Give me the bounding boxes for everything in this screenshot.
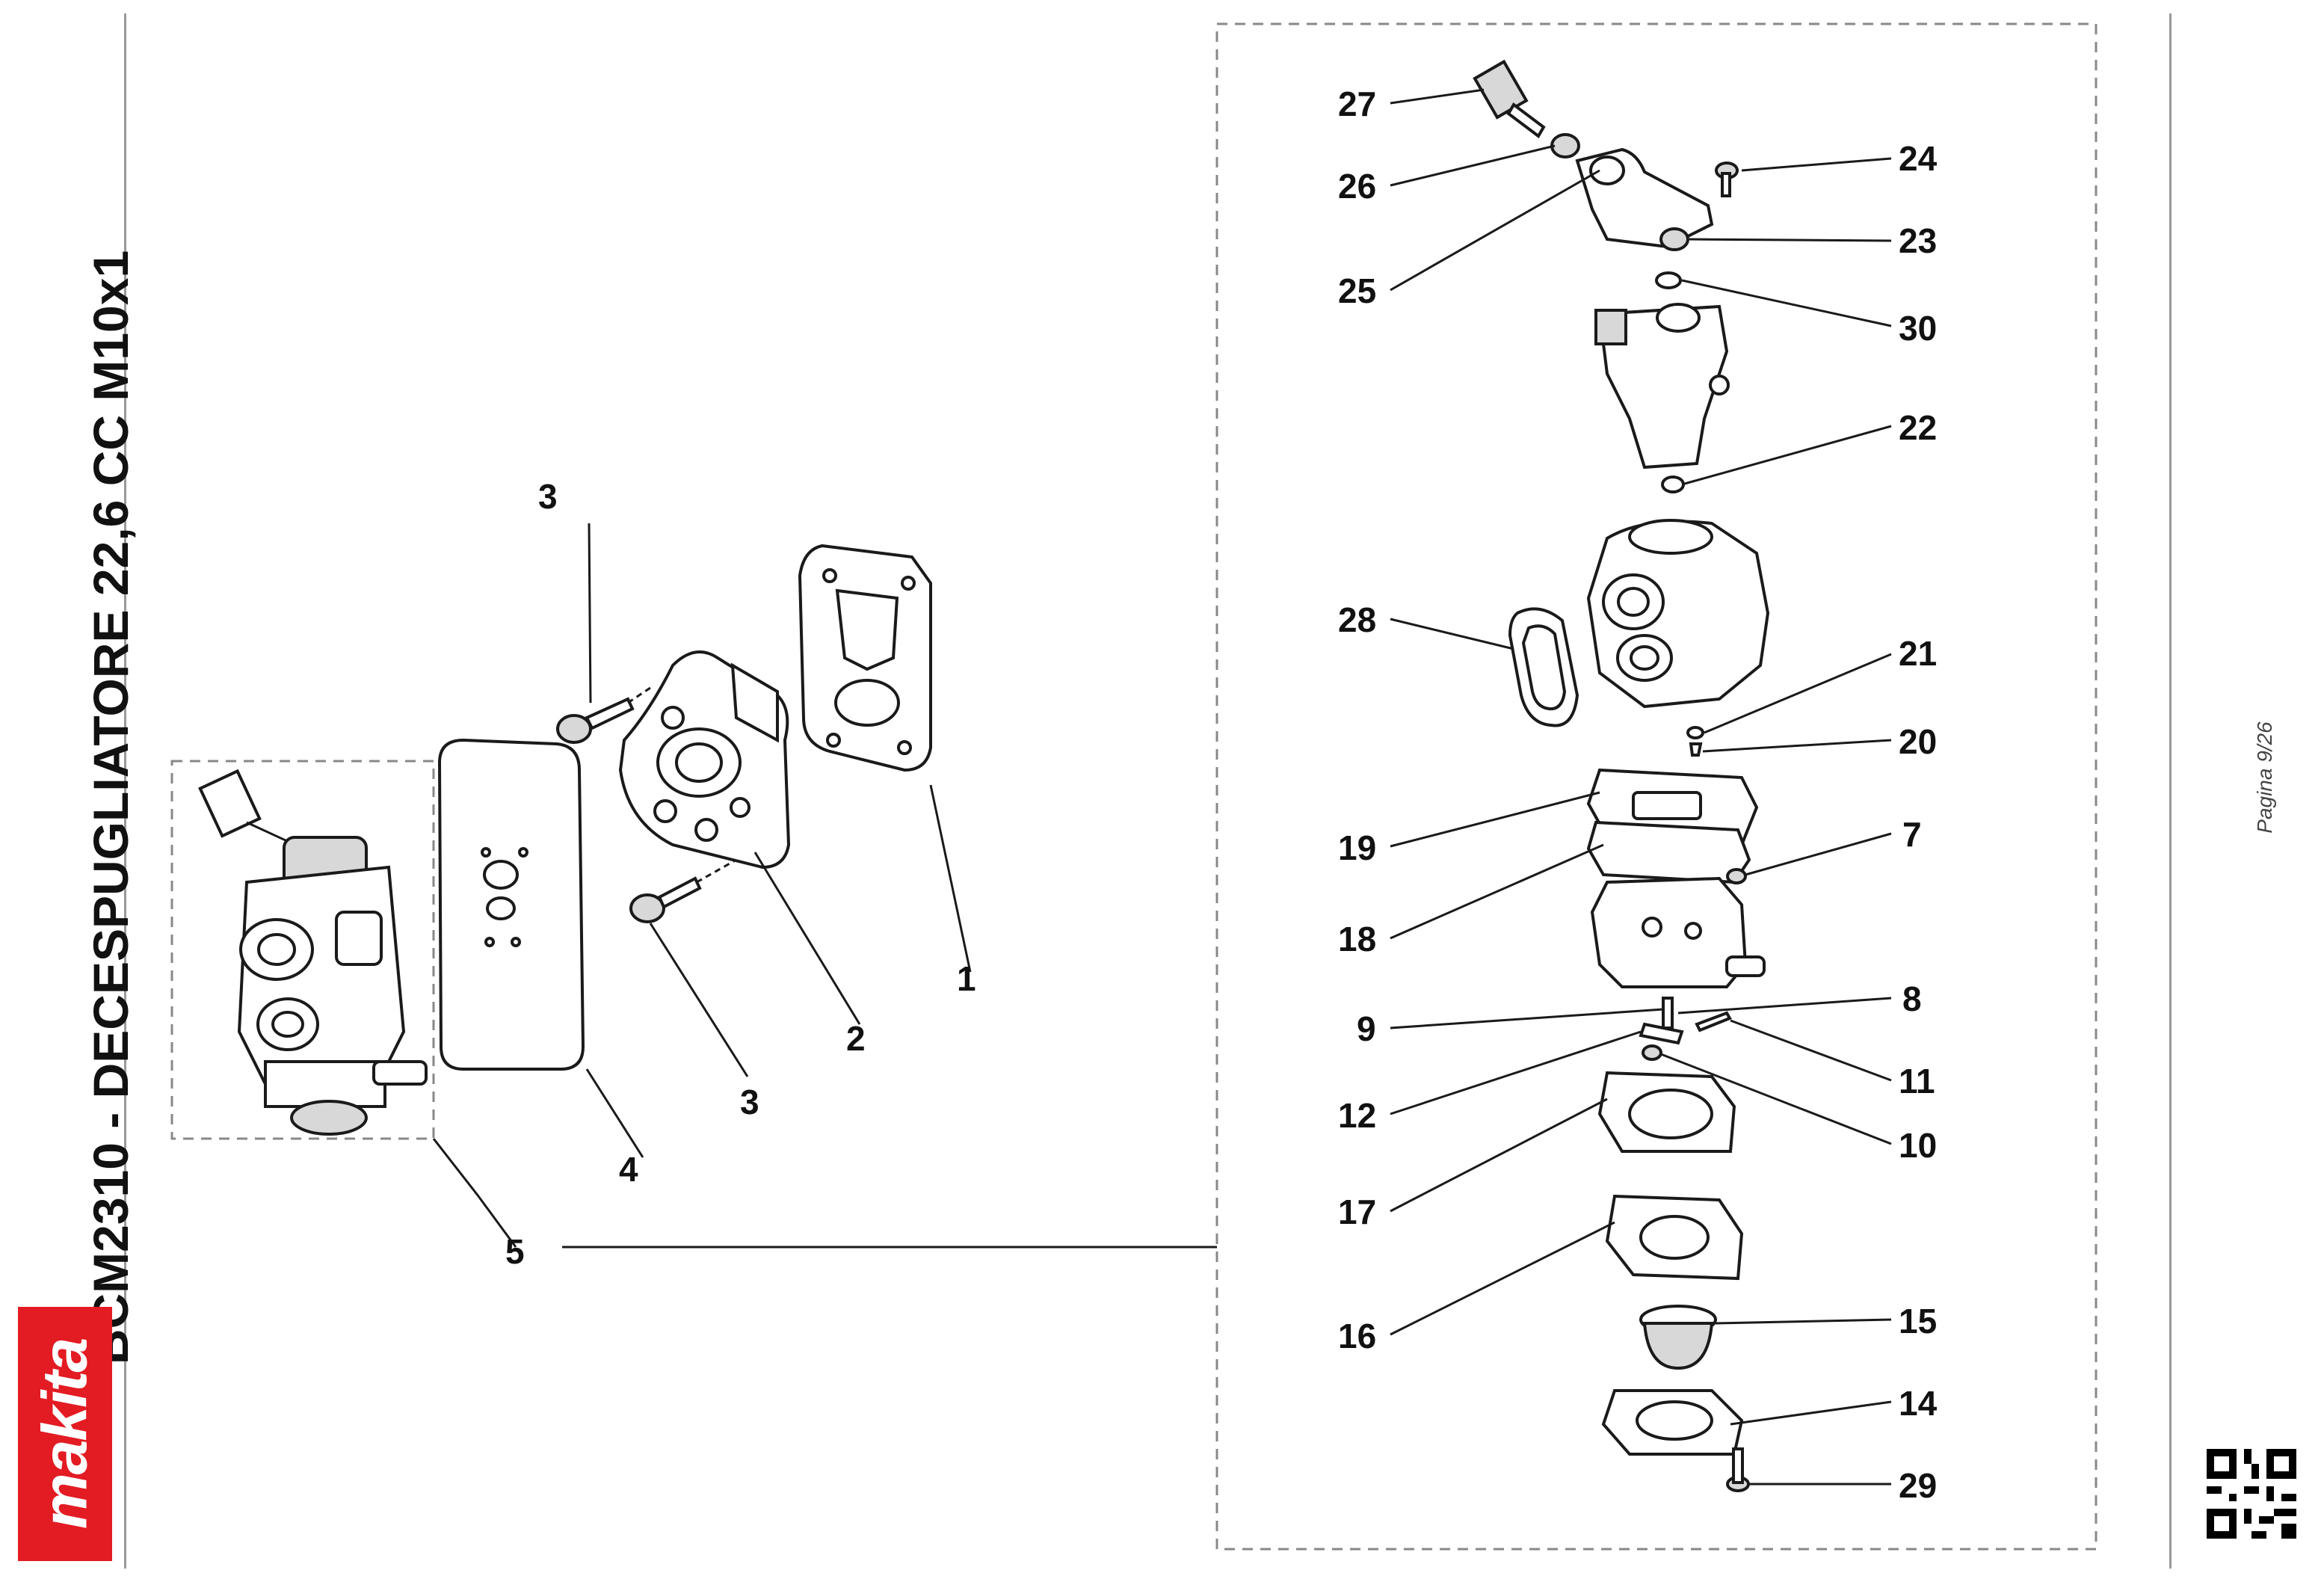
screw-29-drawing	[1726, 1447, 1750, 1492]
callout-24: 24	[1899, 139, 1938, 178]
callout-18: 18	[1338, 920, 1376, 958]
callout-12: 12	[1338, 1096, 1376, 1135]
callout-9: 9	[1357, 1009, 1376, 1048]
pump-cover-drawing	[1590, 876, 1766, 988]
fuel-fitting-27-drawing	[1473, 59, 1546, 138]
o-ring-22-drawing	[1661, 475, 1685, 493]
screw-lower-drawing	[629, 858, 737, 923]
plug-7-drawing	[1726, 868, 1747, 884]
callout-3-upper: 3	[538, 477, 558, 516]
throttle-bracket-25-drawing	[1575, 147, 1714, 249]
bulb-cover-14-drawing	[1601, 1389, 1744, 1456]
gasket-plate-drawing	[437, 738, 585, 1071]
diaphragm-17-drawing	[1597, 1071, 1736, 1153]
callout-27: 27	[1338, 84, 1376, 123]
callout-22: 22	[1899, 408, 1937, 447]
left-divider-line	[124, 13, 126, 1569]
callout-30: 30	[1899, 309, 1937, 348]
callout-26: 26	[1338, 167, 1376, 206]
insulator-block-drawing	[618, 650, 791, 869]
callout-28: 28	[1338, 600, 1376, 639]
washer-30-drawing	[1655, 271, 1682, 289]
callout-7: 7	[1902, 815, 1922, 854]
callout-25: 25	[1338, 271, 1376, 310]
makita-logo: makita	[18, 1307, 112, 1561]
callout-10: 10	[1899, 1126, 1937, 1165]
callout-21: 21	[1899, 634, 1937, 673]
callout-8: 8	[1902, 979, 1922, 1018]
screw-upper-drawing	[556, 686, 651, 744]
callout-2: 2	[846, 1019, 866, 1058]
callout-5: 5	[505, 1232, 525, 1271]
callout-19: 19	[1338, 828, 1376, 867]
callout-20: 20	[1899, 722, 1937, 761]
callout-23: 23	[1899, 221, 1937, 260]
exploded-view-frame	[1215, 22, 2098, 1551]
carburetor-assembly-drawing	[198, 769, 428, 1136]
callout-17: 17	[1338, 1192, 1376, 1231]
flange-gasket-drawing	[798, 544, 932, 772]
plug-23-drawing	[1659, 227, 1689, 251]
carburetor-body-drawing	[1586, 519, 1770, 709]
qr-code-icon	[2207, 1449, 2296, 1539]
needle-lever-drawing	[1639, 997, 1732, 1045]
choke-body-drawing	[1594, 303, 1730, 470]
assembled-carburetor-frame	[170, 760, 435, 1140]
screw-24-drawing	[1715, 161, 1739, 197]
callout-3-lower: 3	[740, 1083, 759, 1121]
gasket-16-drawing	[1605, 1194, 1744, 1281]
callout-11: 11	[1899, 1062, 1935, 1101]
right-divider-line	[2169, 13, 2172, 1569]
pump-gasket-18-drawing	[1586, 820, 1751, 884]
nut-26-drawing	[1550, 133, 1580, 158]
callout-29: 29	[1899, 1466, 1937, 1505]
callout-15: 15	[1899, 1302, 1937, 1341]
small-parts-20-21-drawing	[1686, 726, 1704, 757]
screw-10-drawing	[1642, 1044, 1662, 1061]
callout-14: 14	[1899, 1384, 1938, 1423]
callout-16: 16	[1338, 1317, 1376, 1355]
leader-lines	[432, 88, 1892, 1486]
gasket-ring-28-drawing	[1508, 607, 1579, 727]
callout-4: 4	[619, 1150, 638, 1189]
callout-1: 1	[957, 959, 976, 998]
primer-bulb-15-drawing	[1639, 1305, 1717, 1370]
